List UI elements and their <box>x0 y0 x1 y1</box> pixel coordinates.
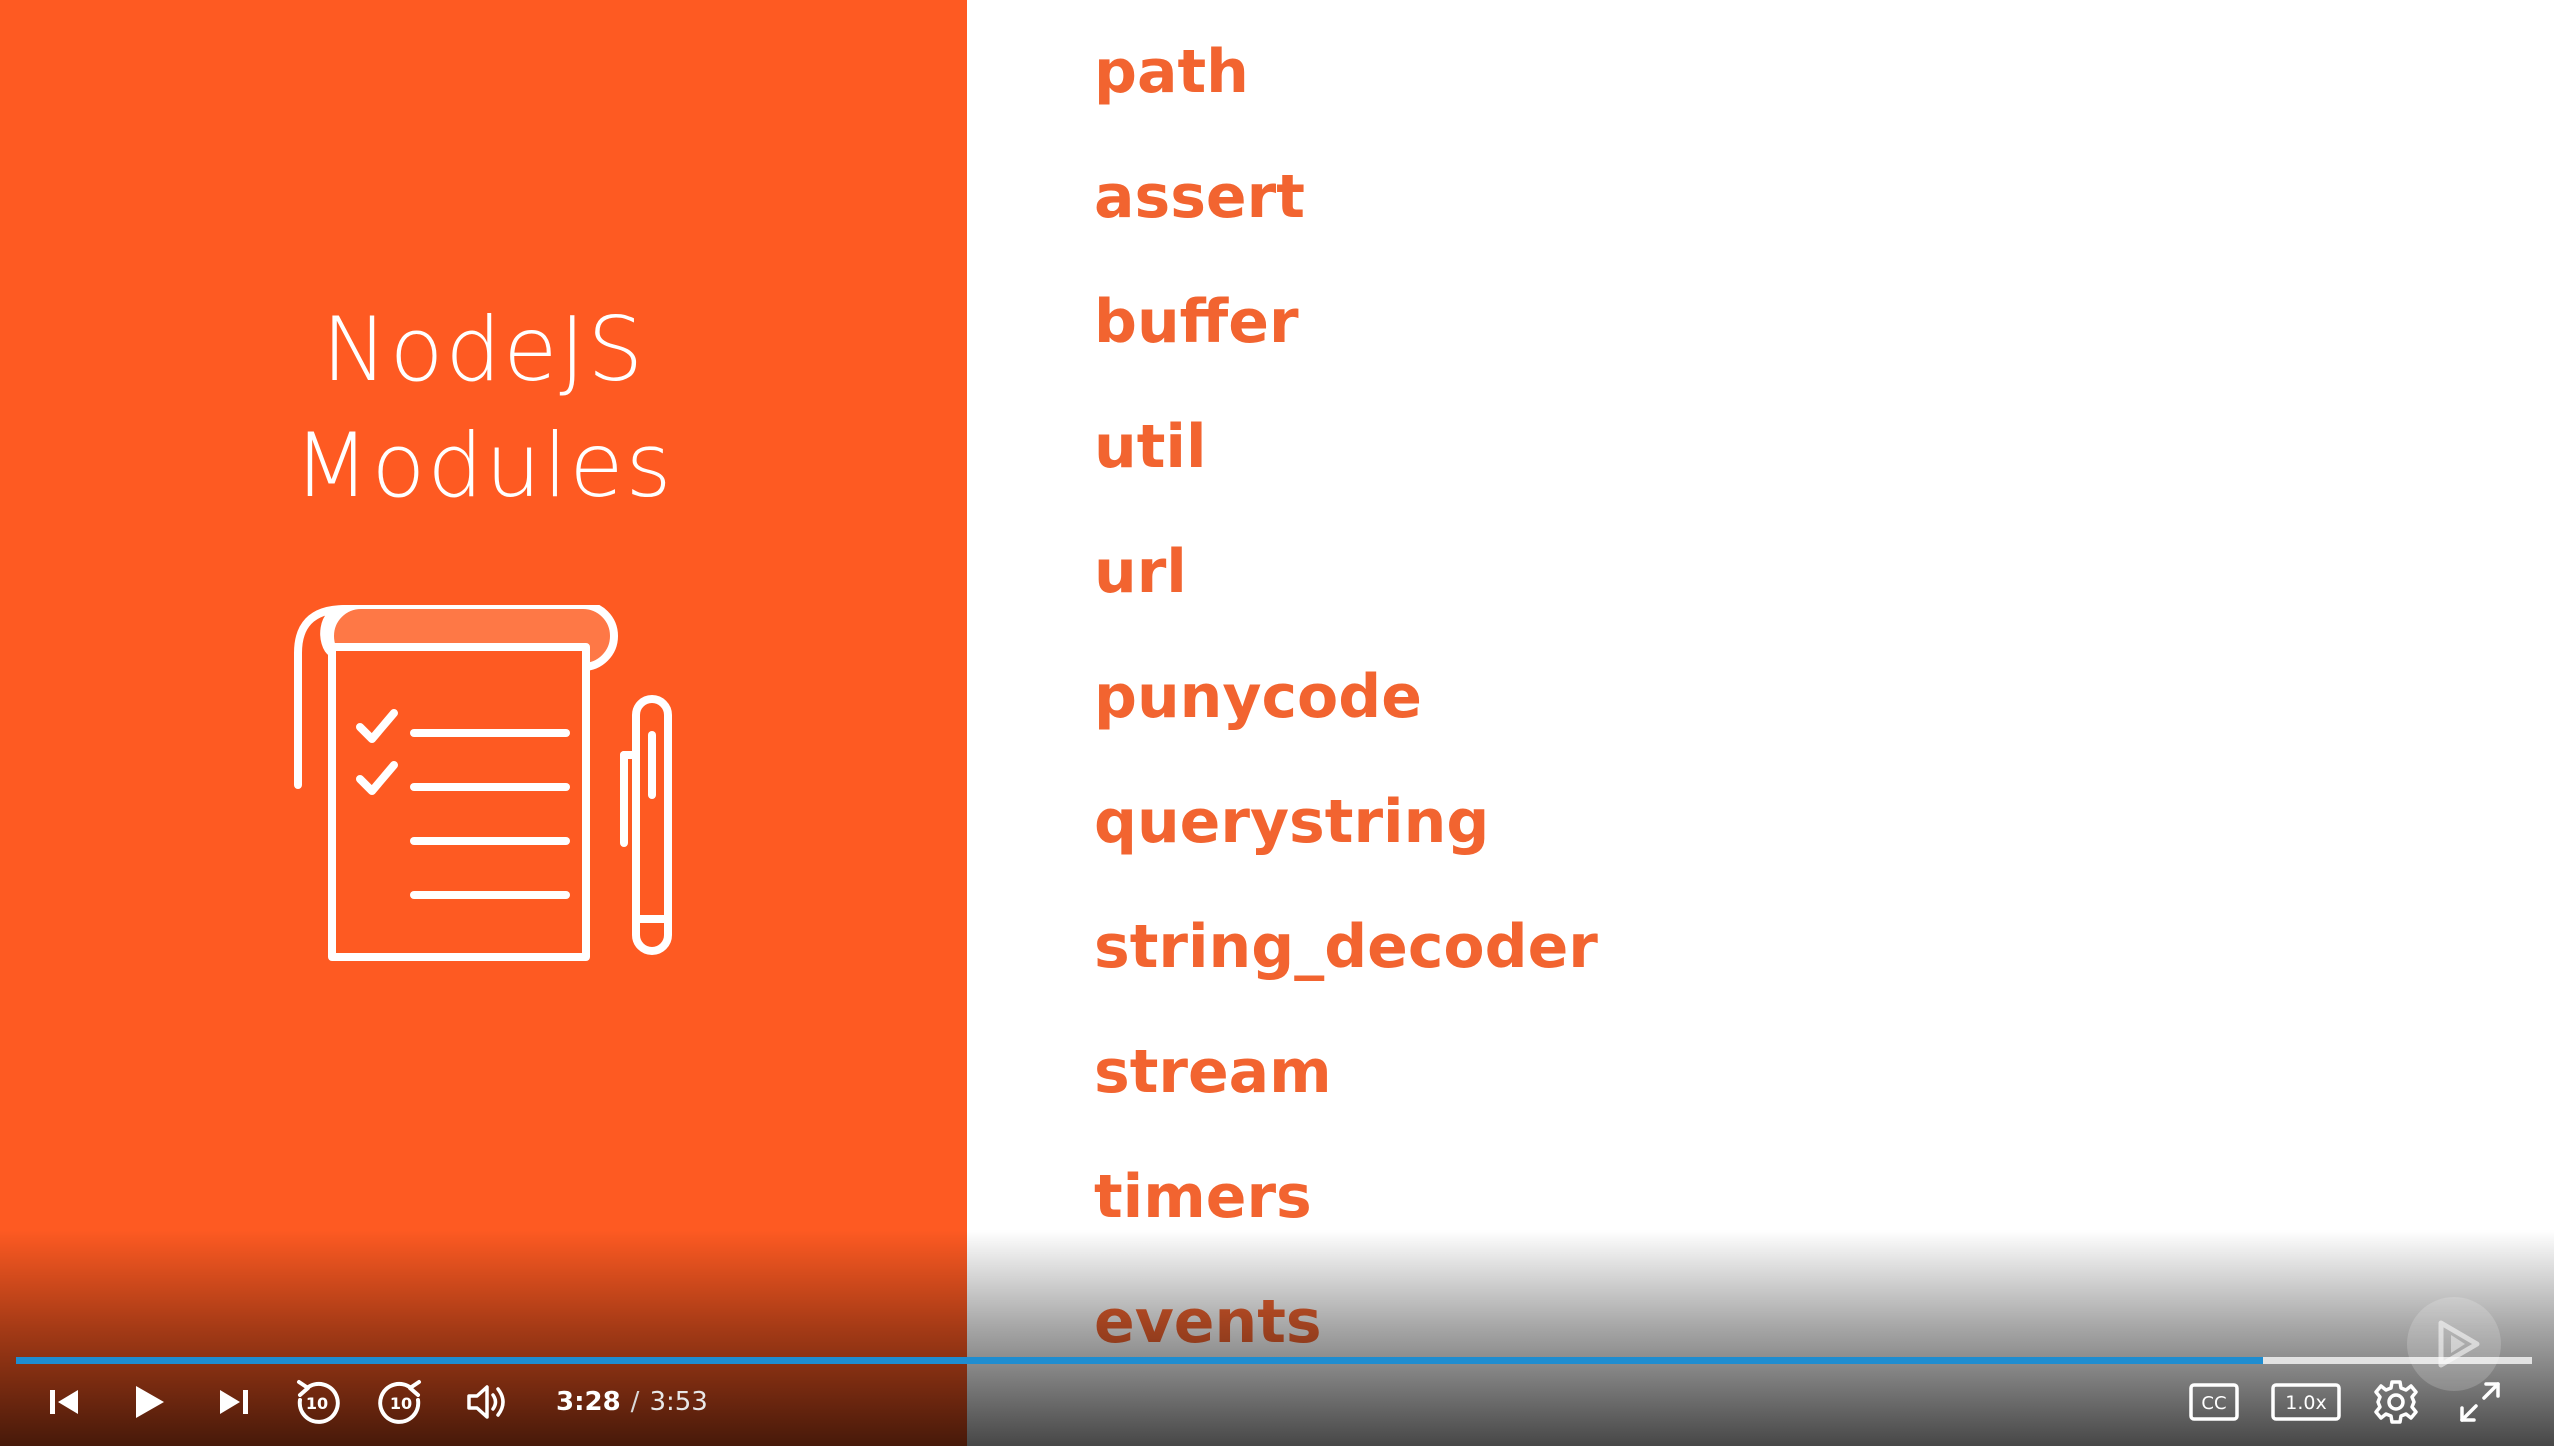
module-item-path: path <box>1094 37 1249 107</box>
forward-10-button[interactable]: 10 <box>370 1370 432 1434</box>
skip-forward-icon <box>220 1390 248 1414</box>
time-readout: 3:28 / 3:53 <box>556 1378 708 1426</box>
module-item-events: events <box>1094 1287 1322 1357</box>
volume-icon <box>467 1385 505 1419</box>
svg-text:10: 10 <box>306 1394 328 1413</box>
play-button[interactable] <box>116 1370 180 1434</box>
module-item-string-decoder: string_decoder <box>1094 912 1598 982</box>
rewind-10-button[interactable]: 10 <box>286 1370 348 1434</box>
speed-label: 1.0x <box>2285 1392 2326 1414</box>
slide-left-panel: NodeJS Modules <box>0 0 967 1446</box>
svg-text:10: 10 <box>390 1394 412 1413</box>
module-item-punycode: punycode <box>1094 662 1422 732</box>
time-separator: / <box>630 1387 640 1417</box>
slide-title-line1: NodeJS <box>321 298 646 401</box>
volume-button[interactable] <box>456 1370 518 1434</box>
slide-title: NodeJS Modules <box>0 292 967 524</box>
skip-back-icon <box>50 1390 78 1414</box>
notepad-checklist-with-pen-icon <box>294 605 672 961</box>
fullscreen-icon <box>2460 1382 2500 1422</box>
watermark-play-icon <box>2438 1320 2480 1368</box>
progress-bar[interactable] <box>16 1357 2532 1364</box>
cc-label: CC <box>2201 1393 2226 1414</box>
module-item-querystring: querystring <box>1094 787 1490 857</box>
module-item-assert: assert <box>1094 162 1305 232</box>
module-item-util: util <box>1094 412 1207 482</box>
current-time: 3:28 <box>556 1387 621 1417</box>
slide-title-line2: Modules <box>293 414 674 517</box>
rewind-10-icon: 10 <box>297 1380 340 1424</box>
settings-gear-icon <box>2374 1380 2418 1424</box>
play-icon <box>136 1386 164 1418</box>
fullscreen-button[interactable] <box>2450 1370 2510 1434</box>
module-item-url: url <box>1094 537 1187 607</box>
closed-captions-button[interactable]: CC <box>2184 1370 2244 1434</box>
forward-10-icon: 10 <box>378 1380 421 1424</box>
previous-button[interactable] <box>34 1370 94 1434</box>
settings-button[interactable] <box>2366 1370 2426 1434</box>
progress-bar-fill <box>16 1357 2263 1364</box>
playback-speed-button[interactable]: 1.0x <box>2266 1370 2346 1434</box>
closed-captions-icon: CC <box>2189 1383 2239 1421</box>
next-button[interactable] <box>204 1370 264 1434</box>
module-item-timers: timers <box>1094 1162 1312 1232</box>
module-item-buffer: buffer <box>1094 287 1299 357</box>
module-item-stream: stream <box>1094 1037 1332 1107</box>
playback-speed-icon: 1.0x <box>2271 1383 2341 1421</box>
watermark-logo <box>2407 1297 2501 1391</box>
total-time: 3:53 <box>649 1387 708 1417</box>
